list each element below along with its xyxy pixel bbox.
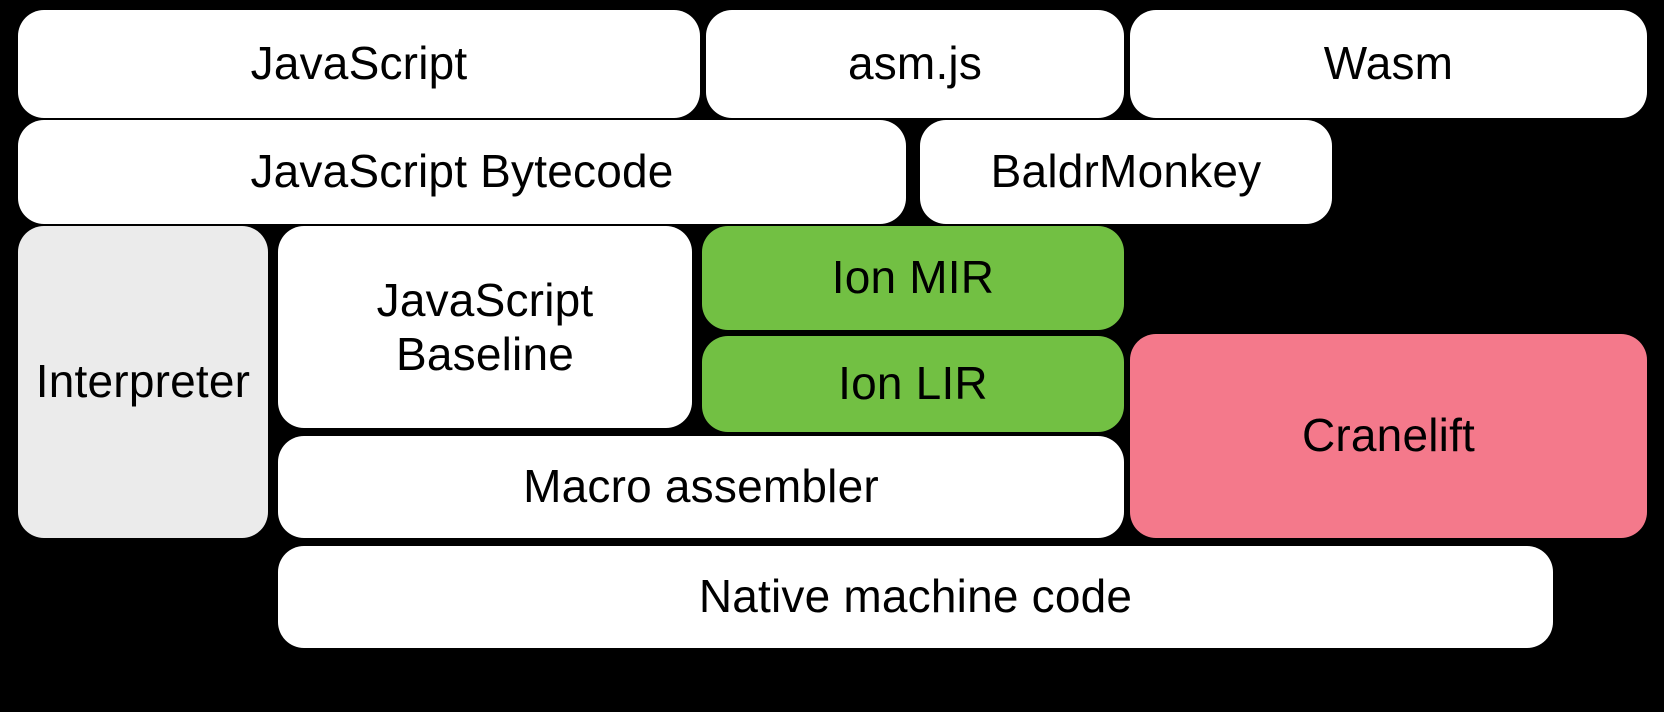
node-cranelift: Cranelift (1130, 334, 1647, 538)
node-wasm: Wasm (1130, 10, 1647, 118)
node-ion-mir: Ion MIR (702, 226, 1124, 330)
node-native-machine-code: Native machine code (278, 546, 1553, 648)
node-macro-assembler: Macro assembler (278, 436, 1124, 538)
node-interpreter: Interpreter (18, 226, 268, 538)
node-ion-lir: Ion LIR (702, 336, 1124, 432)
node-asm-js: asm.js (706, 10, 1124, 118)
node-baldrmonkey: BaldrMonkey (920, 120, 1332, 224)
node-javascript: JavaScript (18, 10, 700, 118)
node-javascript-baseline: JavaScript Baseline (278, 226, 692, 428)
node-javascript-bytecode: JavaScript Bytecode (18, 120, 906, 224)
